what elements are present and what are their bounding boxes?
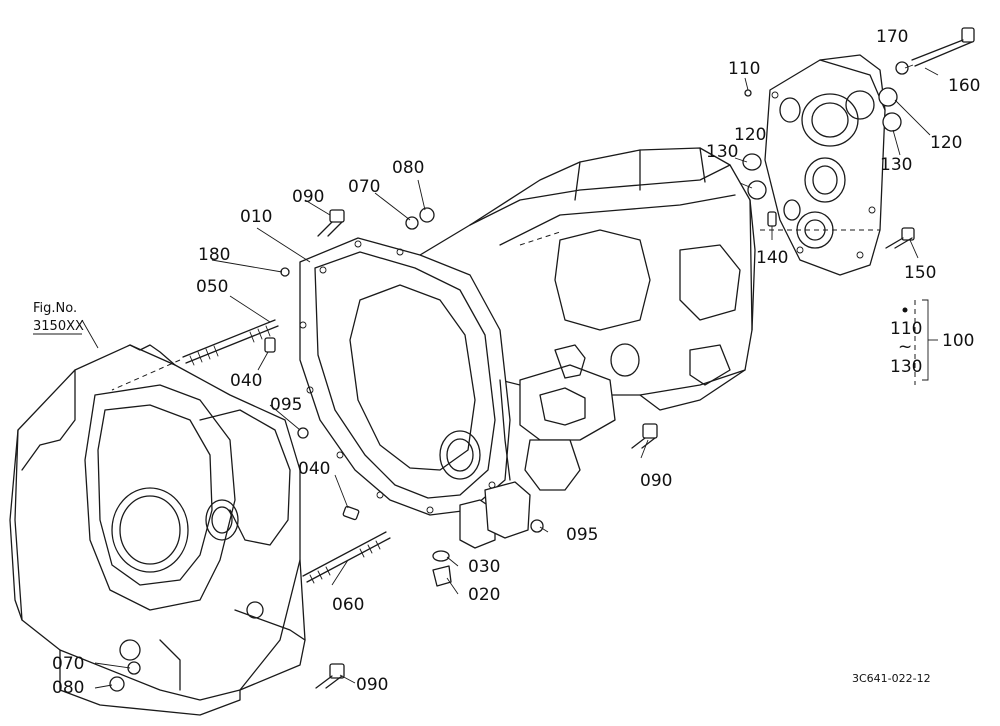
callout-095-right: 095 <box>566 525 598 545</box>
callout-020: 020 <box>468 585 500 605</box>
callout-040-lower: 040 <box>298 459 330 479</box>
leader-lines <box>81 64 939 689</box>
bolt-160 <box>911 27 975 67</box>
washer-070-top <box>405 216 419 230</box>
rear-cover <box>764 54 886 276</box>
callout-180: 180 <box>198 245 230 265</box>
callout-050: 050 <box>196 277 228 297</box>
dowel-pins <box>264 337 360 521</box>
range-tilde: ~ <box>898 337 912 357</box>
fig-ref-line2: 3150XX <box>33 319 84 334</box>
nut-080-top <box>419 207 435 223</box>
callout-090-top: 090 <box>292 187 324 207</box>
washer-170 <box>895 61 909 75</box>
callout-120-left: 120 <box>734 125 766 145</box>
plug-095-left <box>297 427 309 439</box>
stud-050 <box>182 319 279 366</box>
callout-160: 160 <box>948 76 980 96</box>
callout-110: 110 <box>728 59 760 79</box>
projection-lines <box>111 229 916 391</box>
bolt-090-bottom <box>315 663 345 689</box>
callout-150: 150 <box>904 263 936 283</box>
callout-090-bottom: 090 <box>356 675 388 695</box>
callout-030: 030 <box>468 557 500 577</box>
callout-070-top: 070 <box>348 177 380 197</box>
seal-130-left <box>747 180 767 200</box>
transmission-case <box>299 147 756 549</box>
bushing-120-left <box>742 153 762 171</box>
document-code: 3C641-022-12 <box>852 672 931 685</box>
seal-130-right <box>882 112 902 132</box>
group-bracket-100 <box>902 299 938 381</box>
range-to-label: 130 <box>890 357 922 377</box>
callout-120-right: 120 <box>930 133 962 153</box>
callout-170: 170 <box>876 27 908 47</box>
flywheel-housing <box>9 344 306 716</box>
range-from-label: 110 <box>890 319 922 339</box>
drain-plug-020 <box>432 565 452 587</box>
callout-010: 010 <box>240 207 272 227</box>
plug-180 <box>280 267 290 277</box>
callout-130-left: 130 <box>706 142 738 162</box>
nut-080-bottom <box>109 676 125 692</box>
bolt-090-top <box>317 209 345 237</box>
callout-090-middle: 090 <box>640 471 672 491</box>
plug-110 <box>744 89 752 97</box>
callout-080-bottom: 080 <box>52 678 84 698</box>
stud-060 <box>302 531 391 584</box>
pin-140 <box>767 211 777 227</box>
callout-140: 140 <box>756 248 788 268</box>
bolt-090-middle <box>631 423 658 449</box>
plug-095-right <box>530 519 544 533</box>
callout-060: 060 <box>332 595 364 615</box>
washer-030 <box>432 550 450 562</box>
callout-040-upper: 040 <box>230 371 262 391</box>
callout-070-bottom: 070 <box>52 654 84 674</box>
fig-ref-line1: Fig.No. <box>33 301 77 316</box>
bushing-120-right <box>878 87 898 107</box>
callout-080-top: 080 <box>392 158 424 178</box>
callout-095-left: 095 <box>270 395 302 415</box>
callout-130-right: 130 <box>880 155 912 175</box>
group-label-100: 100 <box>942 331 974 351</box>
bolt-150 <box>885 227 915 249</box>
